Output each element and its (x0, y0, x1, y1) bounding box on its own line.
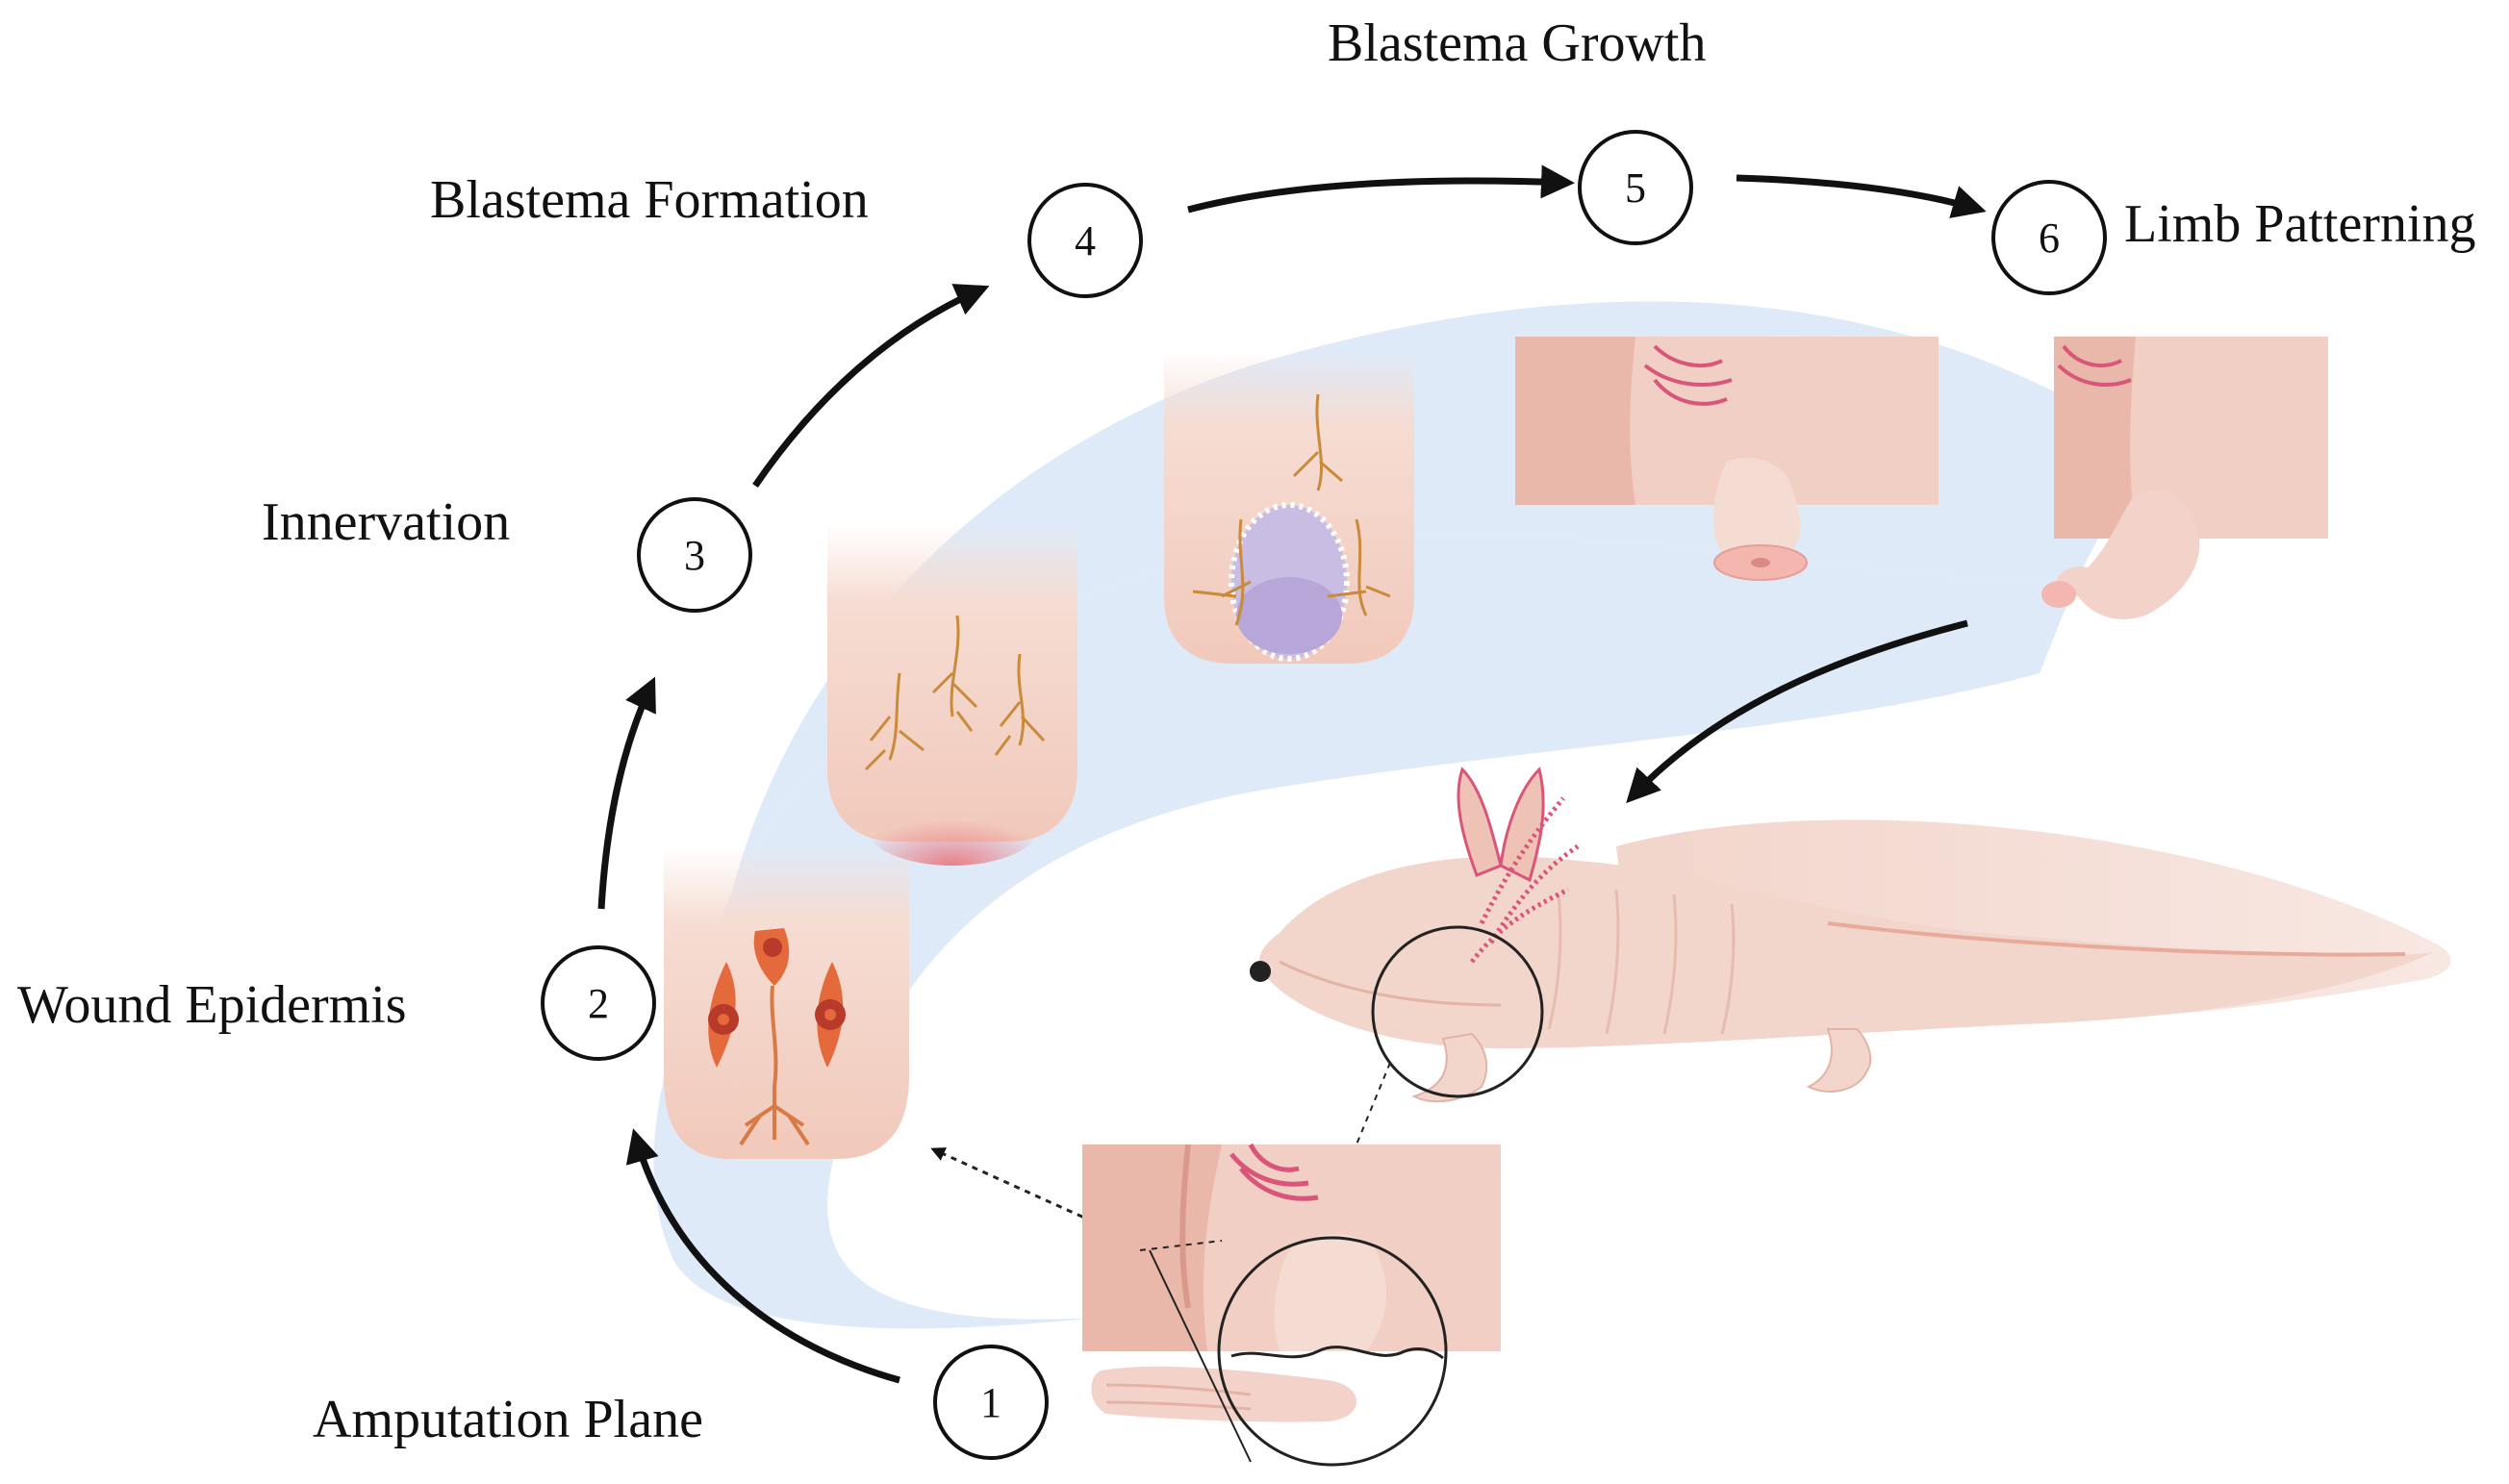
step-6-label: Limb Patterning (2124, 194, 2476, 254)
diagram-title: Blastema Growth (1328, 13, 1707, 73)
axolotl-illustration (1250, 767, 2451, 1145)
arrow-3-to-4 (752, 284, 990, 488)
arrow-1-to-2 (625, 1128, 900, 1384)
step-4-circle: 4 (1027, 183, 1143, 298)
arrow-5-to-6 (1736, 174, 1987, 218)
step-5-number: 5 (1625, 163, 1646, 212)
innervation-tip (827, 524, 1077, 866)
wound-epidermis-tip (664, 846, 909, 1159)
step-4-label: Blastema Formation (430, 170, 869, 230)
step-2-label: Wound Epidermis (17, 975, 407, 1035)
step-3-circle: 3 (637, 497, 752, 613)
step-5-circle: 5 (1578, 130, 1693, 245)
blastema-formation-tip (1164, 351, 1414, 664)
step-1-circle: 1 (933, 1345, 1049, 1460)
step-6-circle: 6 (1991, 180, 2107, 295)
step-3-number: 3 (684, 531, 705, 579)
step-3-label: Innervation (262, 492, 511, 552)
limb-patterning-panel (2041, 337, 2328, 619)
step-6-number: 6 (2039, 214, 2060, 262)
blastema-growth-panel (1515, 337, 1939, 581)
step-2-circle: 2 (541, 945, 656, 1061)
step-2-number: 2 (588, 979, 609, 1027)
step-1-label: Amputation Plane (313, 1390, 703, 1449)
step-1-number: 1 (980, 1378, 1001, 1426)
amputation-closeup (1082, 1143, 1501, 1467)
step-4-number: 4 (1075, 216, 1096, 264)
arrow-2-to-3 (597, 676, 656, 910)
arrow-4-to-5 (1187, 164, 1575, 214)
arrow-6-to-axolotl (1626, 619, 1968, 804)
